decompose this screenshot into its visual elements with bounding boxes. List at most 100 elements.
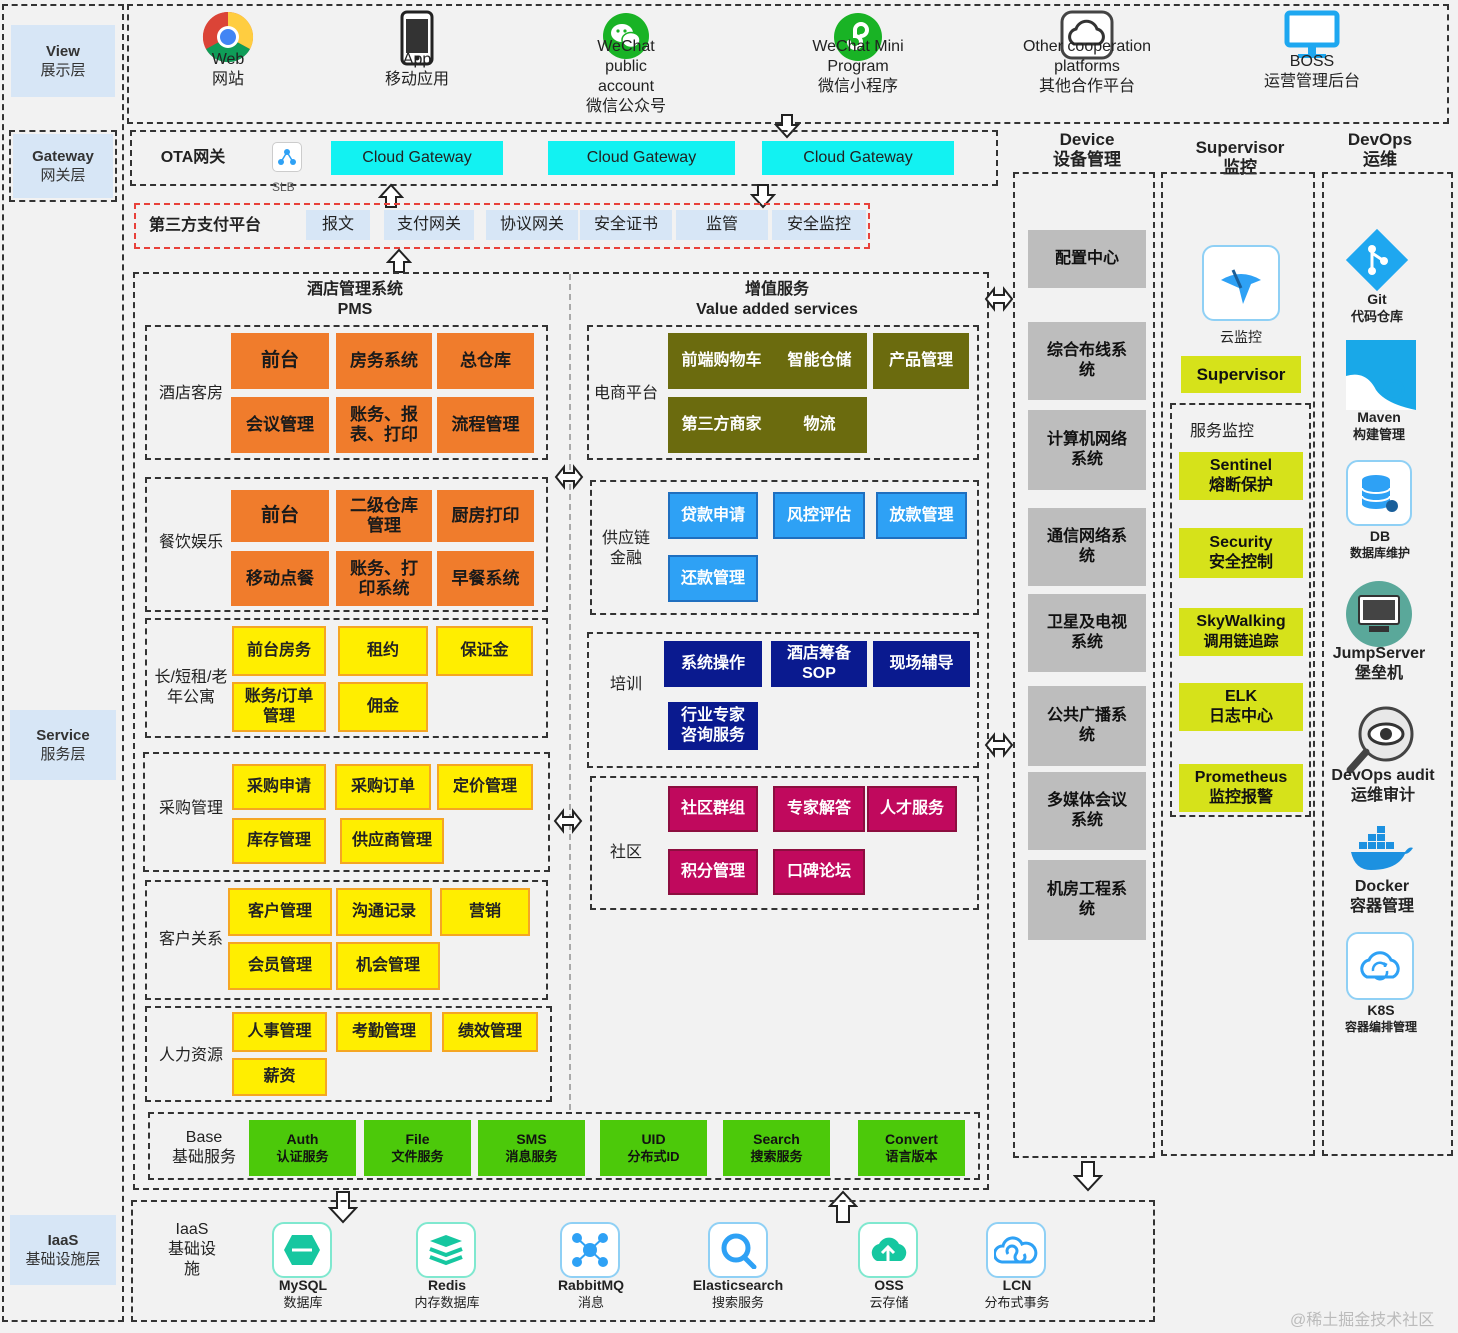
chrome-icon [202,11,254,63]
pms-title: 酒店管理系统 PMS [260,280,450,320]
payment-title: 第三方支付平台 [148,217,261,234]
monitor-sentinel-en: Sentinel [1209,457,1273,474]
maven-label-en: Maven [1357,409,1401,425]
monitor-skywalking-cn: 调用链追踪 [1203,633,1279,650]
audit-label-cn: 运维审计 [1350,787,1415,804]
oss-label: OSS 云存储 [848,1277,930,1311]
iaas-layer-label: IaaS 基础设施层 [10,1215,116,1285]
device-computer-network: 计算机网络系统 [1028,410,1146,490]
cloud-sync-icon [1060,10,1114,60]
vas-finance-frame [590,480,979,615]
payment-item-protocol-gateway: 协议网关 [486,210,578,240]
device-config-center: 配置中心 [1028,230,1146,288]
jumpserver-label-cn: 堡垒机 [1354,665,1403,682]
cloud-gateway-3: Cloud Gateway [762,141,954,175]
ecommerce-cart: 前端购物车 [668,333,775,389]
oss-label-en: OSS [874,1277,904,1293]
view-item-boss: BOSS 运营管理后台 [1256,10,1368,96]
crm-member: 会员管理 [228,942,332,990]
iaas-item-elasticsearch: Elasticsearch 搜索服务 [688,1222,788,1318]
base-sms-cn: 消息服务 [505,1149,558,1164]
mysql-label-cn: 数据库 [283,1295,323,1310]
arrow-gateway-payment-icon [750,184,776,209]
oss-icon [858,1222,918,1278]
wechat-official-label-cn: 微信公众号 [585,98,666,115]
service-frame [133,272,989,1190]
view-item-app: App 移动应用 [372,10,462,94]
iaas-item-mysql: MySQL 数据库 [262,1222,344,1318]
rabbitmq-label-cn: 消息 [577,1295,604,1310]
monitor-security-en: Security [1209,534,1273,551]
service-layer-label: Service 服务层 [10,710,116,780]
guest-workflow: 流程管理 [437,397,534,453]
supervisor-name: Supervisor [1181,356,1301,393]
base-sms-en: SMS [516,1131,547,1147]
pms-dining-label: 餐饮娱乐 [158,534,223,551]
monitor-icon [1284,10,1340,58]
iaas-title-cn2: 施 [183,1261,200,1278]
base-auth-en: Auth [286,1131,319,1147]
guest-housekeeping: 房务系统 [336,333,432,389]
devops-item-db: DB 数据库维护 [1334,460,1426,560]
view-item-wechat-official: WeChat public account 微信公众号 [556,12,696,115]
base-uid-en: UID [641,1131,666,1147]
oss-label-cn: 云存储 [869,1295,909,1310]
view-layer-en: View [46,43,80,60]
k8s-label-cn: 容器编排管理 [1344,1020,1417,1034]
cloud-monitor-icon [1202,245,1280,321]
web-label-en: Web [211,51,245,68]
device-communication-network: 通信网络系统 [1028,508,1146,586]
devops-item-git: Git 代码仓库 [1334,225,1424,325]
elasticsearch-label: Elasticsearch 搜索服务 [688,1277,788,1311]
arrow-iaas-service-icon [828,1190,858,1223]
double-arrow-pms-vas-1-icon [554,464,584,490]
monitor-skywalking: SkyWalking 调用链追踪 [1179,608,1303,656]
layer-column [2,4,124,1322]
hr-performance: 绩效管理 [442,1012,538,1052]
mini-program-icon [834,13,882,61]
pms-rental-frame [145,618,548,738]
phone-icon [400,10,434,66]
maven-icon [1346,340,1416,410]
k8s-label-en: K8S [1367,1002,1395,1018]
community-expert-answers: 专家解答 [773,786,865,832]
dining-accounting: 账务、打印系统 [336,551,432,606]
wechat-icon [603,13,649,59]
db-label-cn: 数据库维护 [1349,546,1410,560]
git-icon [1345,228,1409,292]
pms-hr-frame [145,1006,552,1102]
vas-title: 增值服务 Value added services [670,280,884,320]
cloud-monitor-label: 云监控 [1220,329,1262,345]
vas-training-frame [587,632,979,768]
arrow-device-iaas-icon [1073,1161,1103,1192]
slb-label: SLB [272,180,295,194]
base-convert-en: Convert [885,1131,938,1147]
devops-item-audit: DevOps audit 运维审计 [1326,704,1440,808]
crm-communication: 沟通记录 [336,888,432,936]
device-satellite-tv: 卫星及电视系统 [1028,594,1146,672]
vas-community-label: 社区 [609,844,642,861]
pms-rental-label: 长/短租/老年公寓 [154,669,228,706]
ecommerce-smart-storage: 智能仓储 [772,333,867,389]
vas-community-frame [590,776,979,910]
vas-finance-label-text: 供应链金融 [601,530,650,567]
monitor-skywalking-en: SkyWalking [1196,613,1286,630]
hr-salary: 薪资 [232,1058,327,1096]
finance-repayment: 还款管理 [668,555,758,602]
hr-personnel: 人事管理 [232,1012,327,1052]
dining-sub-warehouse: 二级仓库管理 [336,490,432,542]
devops-item-maven: Maven 构建管理 [1334,338,1424,442]
docker-label: Docker 容器管理 [1334,877,1430,917]
arrow-service-iaas-icon [328,1191,358,1224]
monitor-prometheus-en: Prometheus [1194,769,1288,786]
hr-attendance: 考勤管理 [336,1012,432,1052]
dining-front-desk: 前台 [231,490,329,542]
pms-crm-frame [145,880,548,1000]
gateway-layer-en: Gateway [32,148,94,165]
dining-breakfast: 早餐系统 [437,551,534,606]
iaas-item-lcn: LCN 分布式事务 [972,1222,1062,1318]
crm-opportunity: 机会管理 [336,942,440,990]
